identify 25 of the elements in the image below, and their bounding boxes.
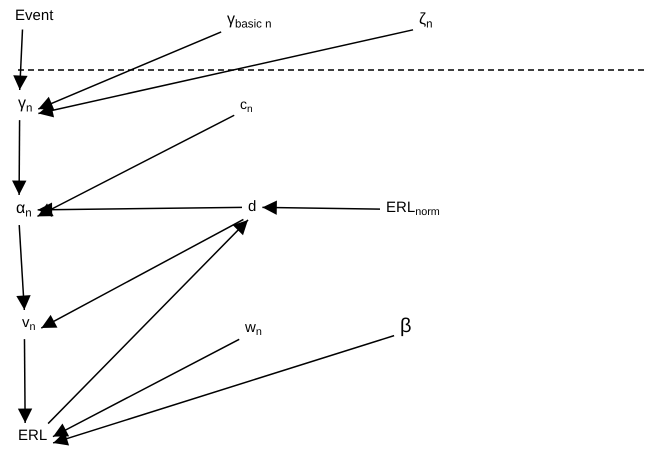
arrow — [13, 29, 28, 90]
arrow — [38, 29, 414, 118]
variable-label: ERL — [14, 425, 52, 448]
arrow — [40, 218, 244, 329]
arrow — [52, 334, 394, 446]
arrow — [18, 339, 32, 423]
variable-label: c$_{n}$ — [236, 94, 257, 118]
arrow — [37, 114, 235, 218]
variable-label: w$_{n}$ — [241, 317, 266, 342]
arrow — [38, 31, 222, 110]
arrow — [38, 202, 242, 217]
variable-label: ζ$_{n}$ — [415, 8, 436, 34]
variable-label: ERL$_{norm}$ — [382, 197, 444, 222]
variable-label: γ$_{basic n}$ — [223, 8, 276, 34]
arrow — [12, 120, 26, 195]
arrow — [52, 338, 240, 438]
variable-label: γ$_{n}$ — [14, 92, 36, 118]
arrow — [48, 219, 249, 424]
variable-label: v$_{n}$ — [18, 312, 40, 338]
variable-label: Event — [11, 5, 58, 28]
variable-label: d — [244, 196, 260, 218]
arrow — [262, 200, 380, 215]
arrow — [16, 225, 31, 310]
variable-label: α$_{n}$ — [12, 197, 36, 224]
variable-label: β — [396, 312, 416, 340]
